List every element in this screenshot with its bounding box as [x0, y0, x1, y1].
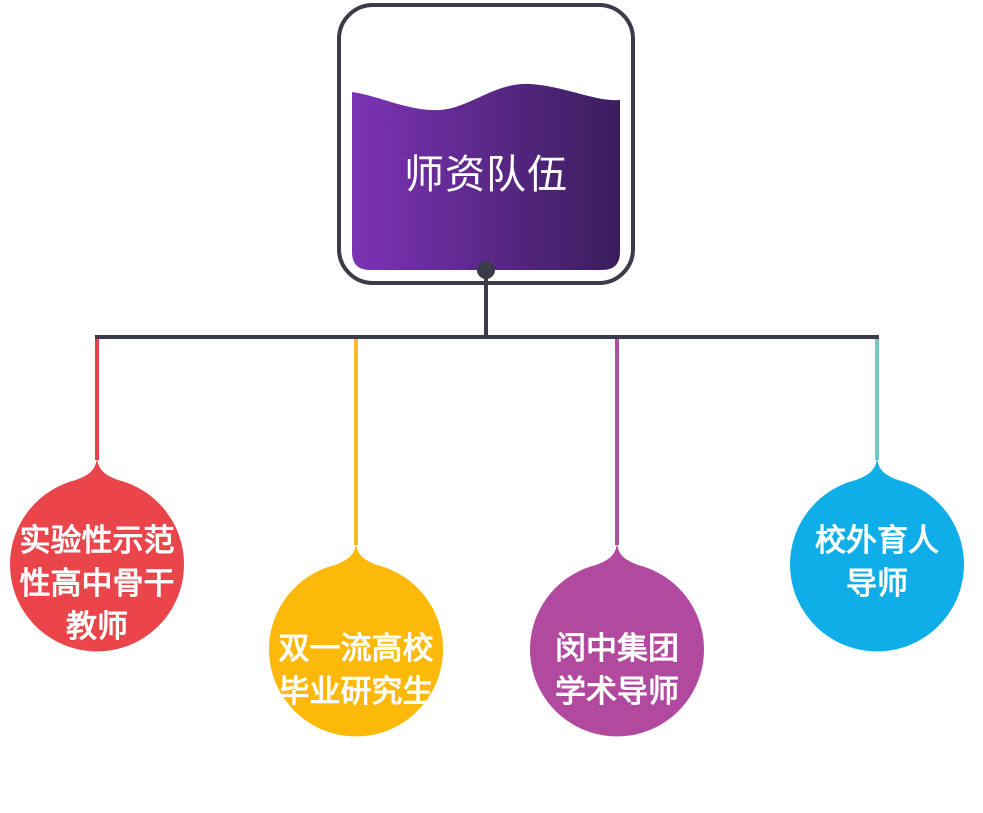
branch-drop-2 [269, 540, 444, 737]
root-node [337, 3, 635, 285]
branch-drop-4 [790, 455, 964, 652]
branch-node-3 [530, 339, 704, 737]
branch-node-4 [790, 339, 964, 652]
branch-drop-3 [530, 540, 704, 737]
branch-label-1: 实验性示范 性高中骨干 教师 [19, 523, 175, 645]
branch-node-1 [10, 339, 185, 652]
root-node-fill [352, 83, 620, 270]
branch-label-2: 双一流高校 毕业研究生 [278, 631, 434, 710]
branch-label-3: 闵中集团 学术导师 [555, 631, 679, 710]
branch-node-2 [269, 339, 444, 737]
branch-label-4: 校外育人 导师 [815, 523, 939, 602]
branch-drop-1 [10, 455, 185, 652]
root-title: 师资队伍 [404, 152, 568, 198]
